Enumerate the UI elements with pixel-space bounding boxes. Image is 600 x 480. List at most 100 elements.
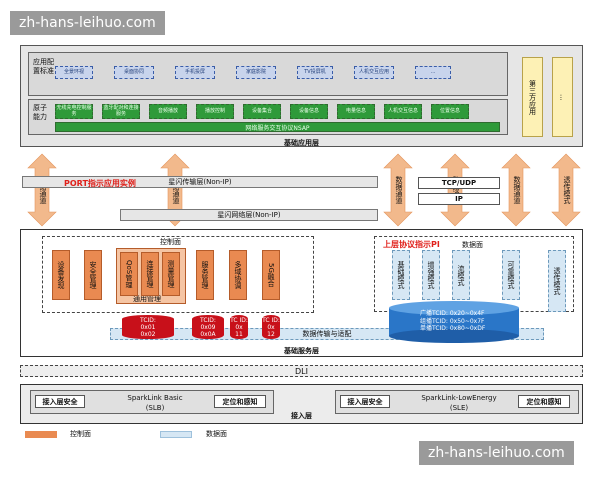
third-party-label: 第三方应用 [528,79,537,115]
ctrl-box-label-5: 测量管理 [167,260,175,288]
arrow-label-1: 数据通道 [39,176,47,204]
ctrl-box-6: 服务管理 [196,250,214,300]
arrow-label-4: 数据通道 [452,176,460,204]
data-box-label-5: 透传模式 [553,267,561,295]
slb-position: 定位和感知 [214,395,266,408]
data-box-label-4: 可靠模式 [507,261,515,289]
cylinder-body-3 [230,315,248,339]
sle-security: 接入层安全 [340,395,390,408]
nonip-transport-bar: 星闪传输层(Non-IP) [22,176,378,188]
dli-label: DLI [295,366,308,376]
nonip-network-label: 星闪网络层(Non-IP) [217,211,281,219]
watermark-top: zh-hans-leihuo.com [10,11,165,35]
nonip-transport-label: 星闪传输层(Non-IP) [168,178,232,186]
slb-security-label: 接入层安全 [42,397,78,406]
port-label: PORT指示应用实例 [64,179,136,188]
control-plane-box [42,236,314,313]
slb-security: 接入层安全 [35,395,85,408]
cylinder-line-1-2: 0x01 [140,324,156,332]
legend-control-swatch [25,431,57,438]
data-box-2: 增强模式 [422,250,440,300]
arrow-label-3: 数据通道 [395,176,403,204]
data-box-label-1: 基础模式 [397,261,405,289]
row2-chip-7: 电量信息 [337,104,375,119]
cylinder-line-3-1: TC ID: [230,317,248,324]
data-box-5: 透传模式 [548,250,566,312]
cylinder-line-4-1: TC ID: [262,317,280,324]
sle-position-label: 定位和感知 [526,397,562,406]
sle-security-label: 接入层安全 [347,397,383,406]
row1-chip-6: 人机交互应用 [354,66,394,79]
legend-data-swatch [160,431,192,438]
row2-chip-1: 无线充电控制服务 [55,104,93,119]
row2-chip-9: 位置信息 [431,104,469,119]
ctrl-box-4: 连接管理 [141,252,159,296]
tcp-udp-label: TCP/UDP [441,179,477,187]
row1-chip-4: 家庭影院 [236,66,276,79]
slb-name: SparkLink Basic(SLB) [105,394,205,414]
other-app-label: ... [558,93,567,101]
ctrl-box-label-3: QoS管理 [125,259,133,289]
nonip-network-bar: 星闪网络层(Non-IP) [120,209,378,221]
cylinder-line-3-3: 11 [235,331,243,339]
transfer-label: 数据传输与适配 [302,330,352,338]
data-box-4: 可靠模式 [502,250,520,300]
ctrl-box-3: QoS管理 [120,252,138,296]
data-box-1: 基础模式 [392,250,410,300]
legend-data-label: 数据面 [206,430,227,438]
sle-name: SparkLink-LowEnergy(SLE) [404,394,514,414]
other-app: ... [552,57,573,137]
row1-chip-5: TV投屏机 [297,66,333,79]
cylinder-body-4 [262,315,280,339]
app-layer-title: 基础应用层 [284,139,319,147]
cylinder-line-4-3: 12 [267,331,275,339]
cylinder-line-3-2: 0x [235,324,243,332]
third-party-app: 第三方应用 [522,57,543,137]
sle-position: 定位和感知 [518,395,570,408]
dli-bar: DLI [20,365,583,377]
data-box-label-2: 增强模式 [427,261,435,289]
ctrl-box-1: 设备发现 [52,250,70,300]
data-box-3: 流模式 [452,250,470,300]
sle-abbr-label: (SLE) [449,403,469,412]
cylinder-line-2-1: TCID: [200,317,216,324]
arrow-label-2: 数据通道 [172,176,180,204]
row2-chip-6: 设备信息 [290,104,328,119]
ctrl-box-8: 5G融合 [262,250,280,300]
general-mgmt-label: 通用管理 [133,295,161,303]
cylinder-line-1-3: 0x02 [140,331,156,339]
access-layer-title: 接入层 [291,412,312,420]
row2-chip-8: 人机交互信息 [384,104,422,119]
cylinder-line-2-3: 0x0A [200,331,216,339]
ctrl-box-label-2: 安全管理 [89,261,97,289]
arrow-label-5: 数据通道 [513,176,521,204]
upper-pi-label: 上层协议指示PI [383,240,440,249]
ctrl-box-label-7: 多域协调 [234,261,242,289]
legend-control-label: 控制面 [70,430,91,438]
ctrl-box-label-8: 5G融合 [267,263,275,287]
ip-box: IP [418,193,500,205]
sle-name-label: SparkLink-LowEnergy [421,394,497,402]
row2-chip-3: 音频播放 [149,104,187,119]
watermark-bottom: zh-hans-leihuo.com [419,441,574,465]
row2-chips: 无线充电控制服务蓝牙配对和连接服务音频播放播放控制设备集合设备信息电量信息人机交… [55,104,500,120]
cylinder-body-2 [192,315,224,339]
ctrl-box-label-1: 设备发现 [57,261,65,289]
transparent-arrow-label: 透传模式 [563,176,571,204]
cylinder-line-1-1: TCID: [140,317,156,324]
row2-chip-2: 蓝牙配对和连接服务 [102,104,140,119]
row1-chip-7: ... [415,66,451,79]
row1-chip-3: 手机投屏 [175,66,215,79]
ip-label: IP [455,195,463,203]
cylinder-body-1 [122,315,174,339]
nsap-bar: 网络服务交互协议NSAP [55,122,500,132]
ctrl-box-label-6: 服务管理 [201,261,209,289]
slb-position-label: 定位和感知 [222,397,258,406]
